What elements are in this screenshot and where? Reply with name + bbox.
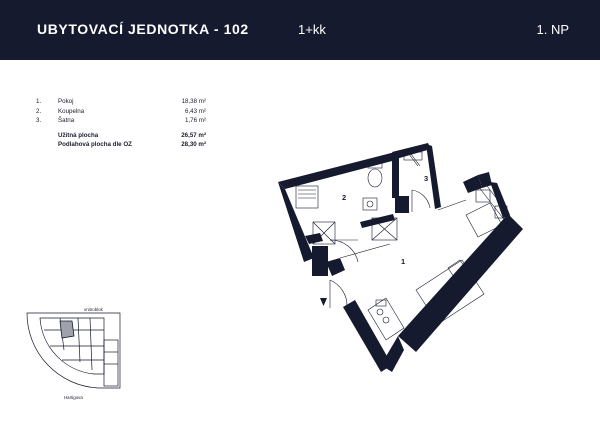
entry-arrow-icon (320, 298, 327, 306)
room-label-2: 2 (342, 193, 346, 202)
building-minimap: vnitroblok Hartigova (26, 307, 121, 400)
room-number: 3. (36, 117, 42, 125)
room-label-1: 1 (401, 257, 405, 266)
room-area: 18,38 m² (181, 98, 206, 105)
room-list: 1. Pokoj 18,38 m² 2. Koupelna 6,43 m² 3.… (36, 97, 206, 150)
total-row-usable: Užitná plocha 26,57 m² (36, 131, 206, 141)
room-row: 1. Pokoj 18,38 m² (36, 97, 206, 107)
plan-fixtures (295, 149, 511, 341)
room-area: 1,76 m² (185, 117, 206, 125)
room-name: Pokoj (58, 98, 74, 105)
floor-plan: 1 2 3 (278, 143, 523, 372)
room-number: 1. (36, 98, 42, 105)
minimap-label-street: Hartigova (64, 395, 83, 400)
room-name: Šatna (58, 117, 75, 125)
room-label-3: 3 (424, 174, 428, 183)
total-name: Užitná plocha (58, 131, 99, 139)
highlighted-unit (59, 320, 75, 339)
room-number: 2. (36, 107, 42, 115)
plan-walls (278, 143, 523, 372)
room-name: Koupelna (58, 107, 85, 115)
total-name: Podlahová plocha dle OZ (58, 141, 132, 149)
unit-title: UBYTOVACÍ JEDNOTKA - 102 (37, 21, 249, 37)
total-area: 26,57 m² (181, 131, 206, 139)
total-row-floor: Podlahová plocha dle OZ 28,30 m² (36, 140, 206, 150)
floor-label: 1. NP (536, 22, 569, 37)
room-row: 2. Koupelna 6,43 m² (36, 107, 206, 117)
unit-layout: 1+kk (298, 22, 326, 37)
room-row: 3. Šatna 1,76 m² (36, 116, 206, 126)
header-bar: UBYTOVACÍ JEDNOTKA - 102 1+kk 1. NP (0, 0, 600, 60)
room-area: 6,43 m² (185, 107, 206, 115)
total-area: 28,30 m² (181, 141, 206, 149)
minimap-label-courtyard: vnitroblok (84, 307, 104, 312)
